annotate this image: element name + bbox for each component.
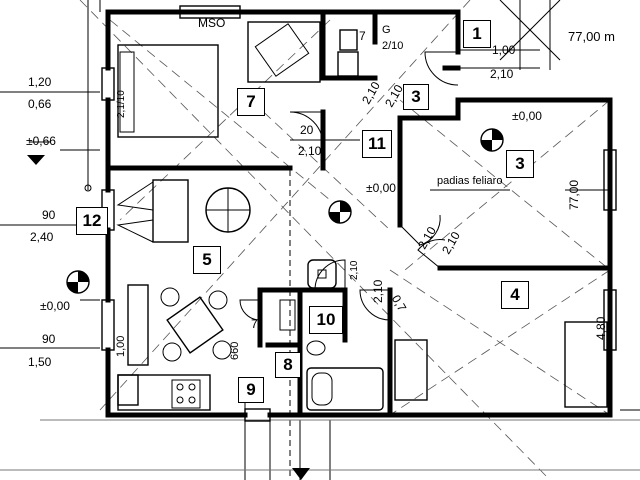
dim-1-20: 1,20 <box>28 75 52 89</box>
room-number-3-hall: 3 <box>403 84 429 110</box>
room-number-5: 5 <box>193 246 221 274</box>
dim-480-vertical: 4,80 <box>594 316 608 340</box>
walls <box>105 9 613 418</box>
room-number-10: 10 <box>309 306 343 334</box>
bathroom-fixtures <box>279 29 608 411</box>
dim-2-40: 2,40 <box>30 230 54 244</box>
room-label-g: G <box>382 24 391 36</box>
area-label: 77,00 m <box>568 29 615 44</box>
dim-2-10-g: 2/10 <box>382 40 404 52</box>
room-number-3-room: 3 <box>506 150 534 178</box>
dim-1-00-left: 1,00 <box>115 335 127 357</box>
dim-7700-vertical: 77,00 <box>567 179 581 210</box>
bedroom-furniture <box>117 21 321 138</box>
dim-pm066: ±0,66 <box>26 134 56 148</box>
doors <box>239 51 459 321</box>
dim-660: 660 <box>229 341 241 360</box>
living-furniture <box>116 179 251 411</box>
room-number-11: 11 <box>362 130 392 158</box>
dim-pm000-room3: ±0,00 <box>512 109 542 123</box>
dim-pm000-hall: ±0,00 <box>366 181 396 195</box>
dim-1-00-top: 1,00 <box>492 43 516 57</box>
mso-label: MSO <box>198 16 226 30</box>
dim-20: 20 <box>300 123 314 137</box>
dim-2-10-bedroom: 2,1/10 <box>116 90 127 118</box>
room-number-7-wc: 7 <box>359 29 366 43</box>
dim-2-10-hall: 2,10 <box>298 144 322 158</box>
dim-pm000-left: ±0,00 <box>40 299 70 313</box>
room-number-1: 1 <box>463 20 491 48</box>
dimension-lines <box>0 0 640 411</box>
dim-0-66: 0,66 <box>28 97 52 111</box>
dim-2-10-vertical-b: 2,10 <box>349 260 360 280</box>
room-number-8: 8 <box>275 352 301 378</box>
dim-90-upper: 90 <box>42 208 56 222</box>
windows <box>101 5 617 422</box>
padias-label: padias feliaro <box>437 175 503 187</box>
level-markers <box>27 128 504 480</box>
dim-1-50: 1,50 <box>28 355 52 369</box>
dim-90-lower: 90 <box>42 332 56 346</box>
room-number-9: 9 <box>238 377 264 403</box>
dim-2-10-top: 2,10 <box>490 67 514 81</box>
room-number-7-closet: 7 <box>251 317 258 331</box>
dim-2-10-vertical: 2,10 <box>371 279 385 303</box>
room-number-7-bedroom: 7 <box>237 88 265 116</box>
room-number-12: 12 <box>76 207 108 235</box>
room-number-4: 4 <box>501 281 529 309</box>
